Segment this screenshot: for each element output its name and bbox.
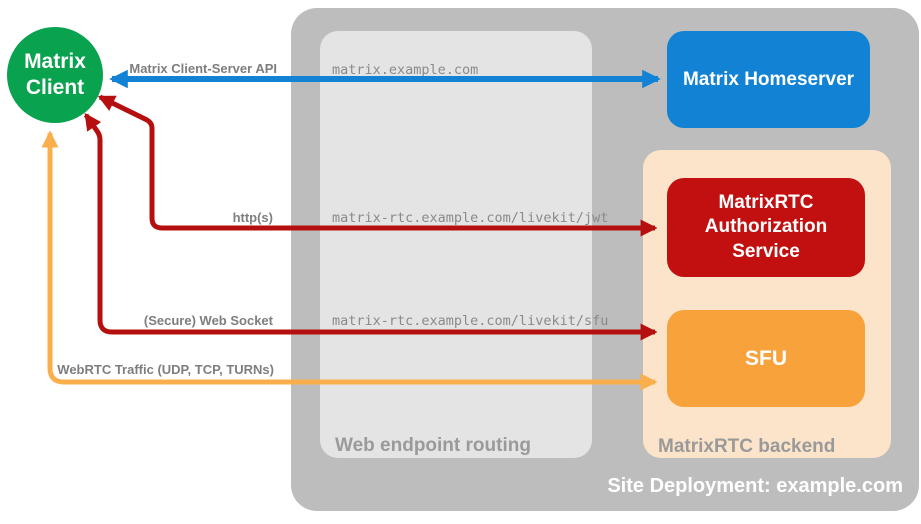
endpoint-matrix-domain: matrix.example.com [332,62,479,78]
node-matrix-client: Matrix Client [7,27,103,123]
web-endpoint-routing-container [320,31,592,458]
node-sfu: SFU [667,310,865,407]
matrixrtc-backend-label: MatrixRTC backend [658,436,836,457]
web-endpoint-routing-label: Web endpoint routing [335,435,531,456]
node-sfu-label: SFU [745,346,787,370]
arrow-label-web-socket: (Secure) Web Socket [143,313,273,328]
node-matrix-homeserver-label: Matrix Homeserver [682,68,855,90]
endpoint-livekit-jwt: matrix-rtc.example.com/livekit/jwt [332,210,609,226]
arrow-label-client-server-api: Matrix Client-Server API [129,61,277,76]
site-deployment-label: Site Deployment: example.com [607,475,903,497]
node-matrix-client-label: Matrix Client [24,49,86,99]
arrow-label-https: http(s) [232,210,273,225]
node-matrixrtc-authorization-service: MatrixRTC Authorization Service [667,178,865,277]
node-matrix-homeserver: Matrix Homeserver [667,31,870,128]
arrow-label-webrtc-traffic: WebRTC Traffic (UDP, TCP, TURNs) [57,362,274,377]
node-matrixrtc-authorization-service-label: MatrixRTC Authorization Service [704,192,828,262]
endpoint-livekit-sfu: matrix-rtc.example.com/livekit/sfu [332,313,609,329]
